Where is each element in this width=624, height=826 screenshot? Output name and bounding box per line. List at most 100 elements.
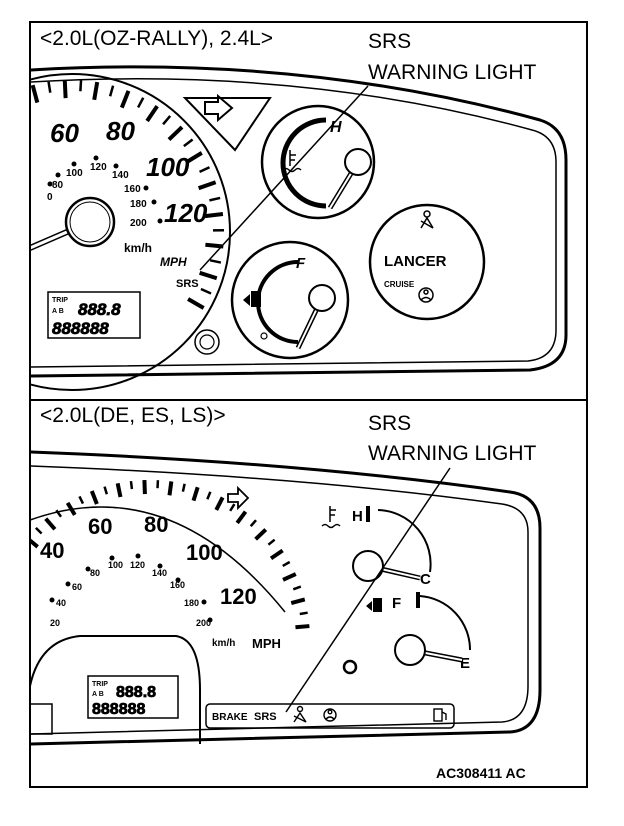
bottom-speedo-ticks (11, 480, 310, 630)
top-callout-leader (199, 85, 369, 271)
speedo-tick (183, 138, 194, 148)
speedo-tick (119, 90, 131, 109)
speedo-tick (47, 81, 52, 93)
speedo-tick (31, 84, 40, 104)
top-trip-reset-knob (194, 329, 220, 355)
speedo-tick (209, 196, 221, 202)
speedo-tick (199, 270, 218, 281)
bottom-speed-label: 40 (40, 538, 64, 563)
top-kmh-label: 200 (130, 218, 147, 229)
speedo-tick (92, 81, 100, 101)
speedo-tick (282, 572, 297, 582)
speedo-tick (214, 496, 225, 511)
top-fuel-scale (256, 260, 299, 344)
speedo-tick (136, 97, 145, 109)
bottom-panel: <2.0L(DE, ES, LS)> SRS WARNING LIGHT 40 … (11, 404, 542, 746)
bottom-kmh-label: 20 (50, 618, 60, 628)
top-odo-digits: 888888 (52, 319, 109, 338)
top-callout-line2: WARNING LIGHT (368, 61, 537, 84)
speedo-tick (89, 490, 99, 505)
top-speed-label: 80 (106, 116, 135, 146)
bottom-kmh-label: 40 (56, 598, 66, 608)
speedo-tick (129, 480, 134, 490)
top-brand-dial (368, 203, 486, 321)
bottom-callout-line2: WARNING LIGHT (368, 442, 537, 465)
top-trip-display (47, 291, 141, 339)
bottom-kmh-label: 160 (170, 580, 185, 590)
fuel-pump-icon (433, 708, 447, 722)
figure-frame (29, 21, 588, 788)
bottom-indicator-strip (205, 703, 455, 729)
top-unit-kmh: km/h (124, 241, 152, 255)
bottom-fuel-mark-f: F (392, 595, 401, 612)
bottom-cluster-housing (31, 450, 542, 746)
bottom-srs-warning-light: SRS (254, 711, 277, 723)
speedo-tick (44, 517, 57, 531)
top-temp-gauge (260, 104, 376, 220)
top-kmh-label: 140 (112, 170, 129, 181)
speedo-tick (204, 211, 224, 219)
speedo-tick (295, 624, 310, 630)
bottom-lcd-housing (31, 635, 201, 744)
top-panel: <2.0L(OZ-RALLY), 2.4L> SRS WARNING LIGHT… (31, 27, 568, 391)
speedo-tick (167, 125, 184, 141)
top-trip-ab: A B (52, 308, 64, 315)
top-brand-text: LANCER (384, 253, 447, 270)
top-trip-digits: 888.8 (78, 300, 121, 319)
top-cruise-label: CRUISE (384, 280, 415, 289)
speedo-tick (199, 166, 211, 174)
speedo-tick (206, 491, 212, 500)
speedo-tick (187, 297, 205, 310)
bottom-speedo-arc (31, 506, 286, 613)
bottom-kmh-dots (49, 553, 213, 623)
speedo-tick (31, 538, 39, 549)
bottom-kmh-label: 180 (184, 598, 199, 608)
seatbelt-icon (293, 705, 307, 723)
bottom-temp-scale (377, 509, 432, 573)
top-kmh-label: 180 (130, 199, 147, 210)
speedo-tick (197, 180, 217, 191)
top-fuel-gauge (230, 240, 350, 360)
airbag-occupant-icon (418, 287, 434, 303)
top-fuel-hub (308, 284, 336, 312)
speedo-tick (292, 585, 302, 591)
top-fuel-low-dot (260, 332, 268, 340)
speedo-tick (78, 495, 85, 505)
top-cluster-bezel-inner (31, 78, 557, 368)
speedo-tick (267, 538, 276, 546)
bottom-caption: <2.0L(DE, ES, LS)> (40, 404, 226, 427)
fuel-pump-icon (366, 598, 382, 612)
speedo-tick (200, 287, 212, 295)
speedo-tick (191, 486, 200, 502)
fuel-pump-icon (243, 291, 261, 307)
bottom-temp-mark-c: C (420, 571, 431, 588)
speedo-tick (162, 115, 172, 126)
bottom-speed-label: 120 (220, 584, 257, 609)
bottom-kmh-label: 80 (90, 568, 100, 578)
bottom-kmh-label: 120 (130, 560, 145, 570)
turn-arrow-icon (204, 93, 234, 123)
top-fuel-mark: F (296, 255, 306, 272)
speedo-tick (79, 80, 83, 92)
top-trip-label: TRIP (52, 297, 68, 304)
bottom-kmh-label: 100 (108, 560, 123, 570)
speedo-tick (209, 259, 222, 264)
bottom-trip-reset-knob (342, 659, 358, 675)
bottom-speed-label: 100 (186, 540, 223, 565)
speedo-tick (115, 482, 123, 498)
speedo-tick (254, 528, 268, 541)
bottom-trip-digits: 888.8 (116, 684, 156, 701)
top-cluster-housing (31, 65, 568, 378)
bottom-kmh-label: 140 (152, 568, 167, 578)
bottom-unit-mph: MPH (252, 636, 281, 651)
speedo-tick (19, 549, 26, 554)
speedo-tick (11, 560, 23, 567)
bottom-temp-hub (352, 550, 384, 582)
top-caption: <2.0L(OZ-RALLY), 2.4L> (40, 27, 273, 50)
airbag-occupant-icon (323, 708, 337, 722)
top-speedo-hub (64, 196, 116, 248)
speedo-tick (299, 611, 308, 616)
top-speed-label: 120 (164, 198, 208, 228)
speedo-tick (103, 486, 109, 495)
